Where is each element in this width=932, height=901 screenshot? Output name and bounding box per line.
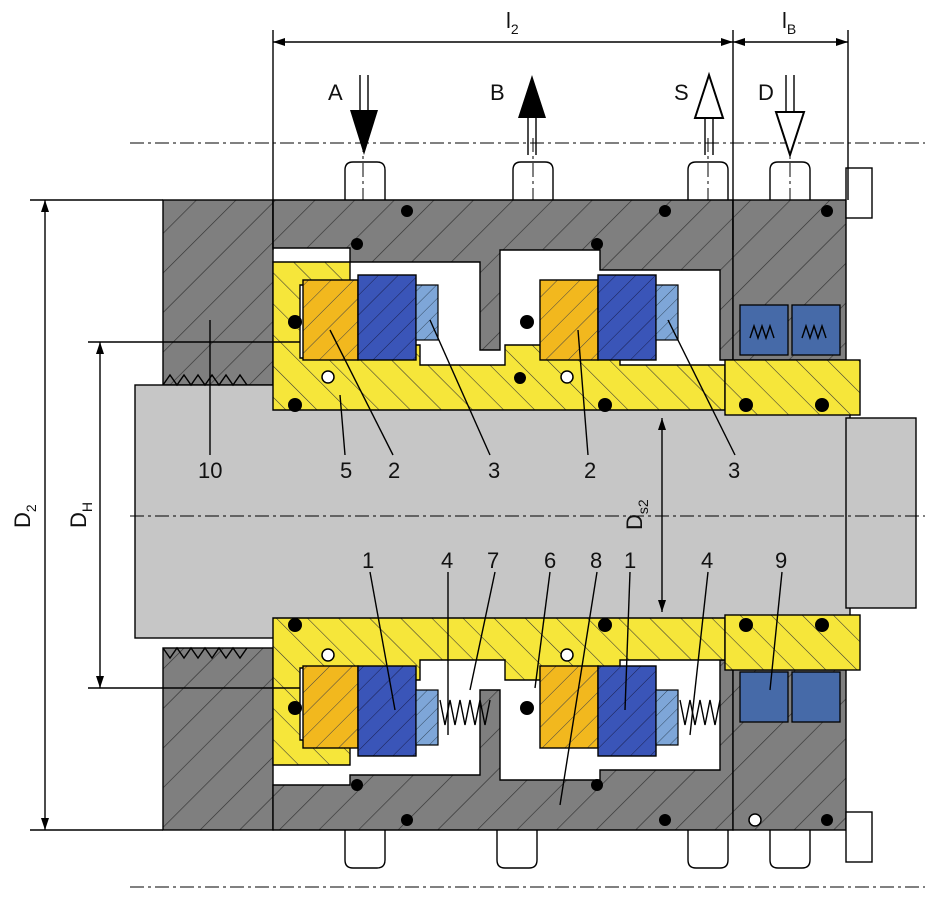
insert-bottom-1 (415, 689, 439, 746)
dim-DH-label: DH (66, 502, 95, 528)
spring-bottom-2 (679, 699, 721, 726)
part-label: 4 (441, 548, 453, 573)
dim-l2-label: l2 (506, 8, 519, 37)
dimension-lines (30, 30, 849, 831)
port-arrows (350, 71, 806, 159)
counter-ring-top-1 (357, 274, 417, 361)
port-A-label: A (328, 80, 343, 105)
part-label: 2 (584, 458, 596, 483)
part-label: 9 (775, 548, 787, 573)
housing-left-bottom (162, 647, 274, 831)
quench-seals (739, 304, 841, 723)
shaft (134, 373, 917, 660)
arrow-D-icon (774, 111, 806, 159)
dim-Ds2-label: Ds2 (622, 499, 651, 530)
port-bosses (344, 161, 811, 869)
part-label: 4 (701, 548, 713, 573)
part-label: 1 (362, 548, 374, 573)
quench-seal-bottom-2 (791, 671, 841, 723)
shaft-thread-top (162, 373, 248, 387)
part-label: 3 (488, 458, 500, 483)
part-label: 8 (590, 548, 602, 573)
seal-faces (302, 279, 599, 749)
housing-tab-bottom (845, 811, 873, 863)
seal-face-bottom-2 (539, 665, 599, 749)
shaft-end (845, 417, 917, 609)
arrow-A-icon (350, 110, 378, 155)
part-label: 2 (388, 458, 400, 483)
quench-seal-bottom-1 (739, 671, 789, 723)
counter-ring-bottom-1 (357, 665, 417, 757)
counter-rings (357, 274, 679, 757)
seal-face-top-1 (302, 279, 359, 361)
dim-D2-label: D2 (10, 504, 39, 528)
arrow-S-icon (693, 71, 725, 119)
part-label: 10 (198, 458, 222, 483)
counter-ring-bottom-2 (597, 665, 657, 757)
housing-tab-top (845, 167, 873, 219)
port-D-label: D (758, 80, 774, 105)
dim-lB-label: lB (782, 8, 796, 37)
shaft-body (134, 384, 851, 639)
leader-lines (209, 319, 783, 806)
part-label: 6 (544, 548, 556, 573)
part-label: 5 (340, 458, 352, 483)
dimension-labels: l2 lB D2 DH Ds2 (10, 8, 796, 530)
counter-ring-top-2 (597, 274, 657, 361)
port-labels: A B S D (328, 80, 774, 105)
o-rings (288, 205, 833, 827)
arrow-B-icon (518, 75, 546, 118)
insert-top-2 (655, 284, 679, 341)
port-S-label: S (674, 80, 689, 105)
part-label: 3 (728, 458, 740, 483)
port-B-label: B (490, 80, 505, 105)
housing-left-top (162, 199, 274, 386)
part-label: 7 (487, 548, 499, 573)
part-label: 1 (624, 548, 636, 573)
insert-bottom-2 (655, 689, 679, 746)
seal-face-top-2 (539, 279, 599, 361)
part-number-labels-bottom: 1 4 7 6 8 1 4 9 (362, 548, 787, 573)
part-number-labels-top: 10 5 2 3 2 3 (198, 458, 740, 483)
shaft-thread-bottom (162, 646, 248, 660)
seal-face-bottom-1 (302, 665, 359, 749)
